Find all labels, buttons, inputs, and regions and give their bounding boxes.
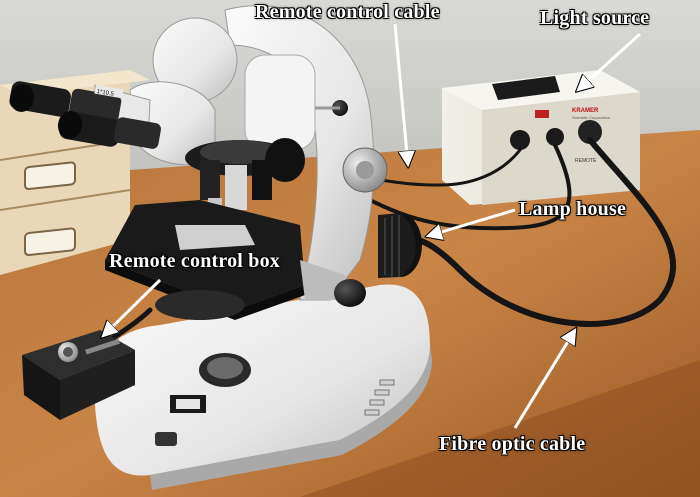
remote-control-box <box>22 330 135 420</box>
light-source-box: KRAMER Scientific Corporation REMOTE <box>442 70 640 205</box>
eyepieces: 1*10.5 <box>9 81 161 149</box>
arrow-light-source <box>578 32 642 90</box>
desk-edge <box>300 360 700 497</box>
light-source-brand-sub: Scientific Corporation <box>572 115 610 120</box>
arrow-fibre-optic-cable <box>513 330 575 429</box>
light-source-brand: KRAMER <box>572 108 599 114</box>
eyepiece-label: 1*10.5 <box>96 89 115 98</box>
label-remote-control-cable: Remote control cable <box>255 1 440 23</box>
arrow-lamp-house <box>428 208 516 236</box>
label-light-source: Light source <box>540 7 650 29</box>
remote-socket-label: REMOTE <box>575 158 597 164</box>
stage <box>105 200 366 320</box>
annotation-arrows <box>103 23 642 429</box>
microscope-base <box>94 284 432 490</box>
label-fibre-optic-cable: Fibre optic cable <box>439 433 586 455</box>
microscope-head <box>94 17 238 166</box>
label-remote-control-box: Remote control box <box>109 250 280 272</box>
arrow-remote-control-box <box>103 278 162 336</box>
microscope-arm <box>224 5 388 301</box>
arrow-remote-control-cable <box>393 23 408 165</box>
label-lamp-house: Lamp house <box>519 198 627 220</box>
lamp-house <box>378 213 422 278</box>
